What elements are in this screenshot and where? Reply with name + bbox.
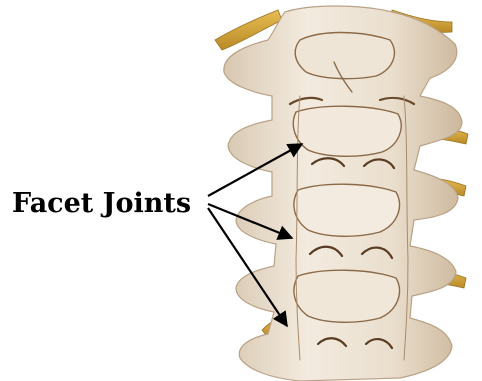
facet-joints-label: Facet Joints [12, 188, 191, 219]
vertebra-1-body [295, 33, 394, 79]
vertebra-3-body [294, 184, 400, 236]
vertebra-4-body [294, 270, 400, 322]
vertebra-2-body [293, 106, 401, 156]
